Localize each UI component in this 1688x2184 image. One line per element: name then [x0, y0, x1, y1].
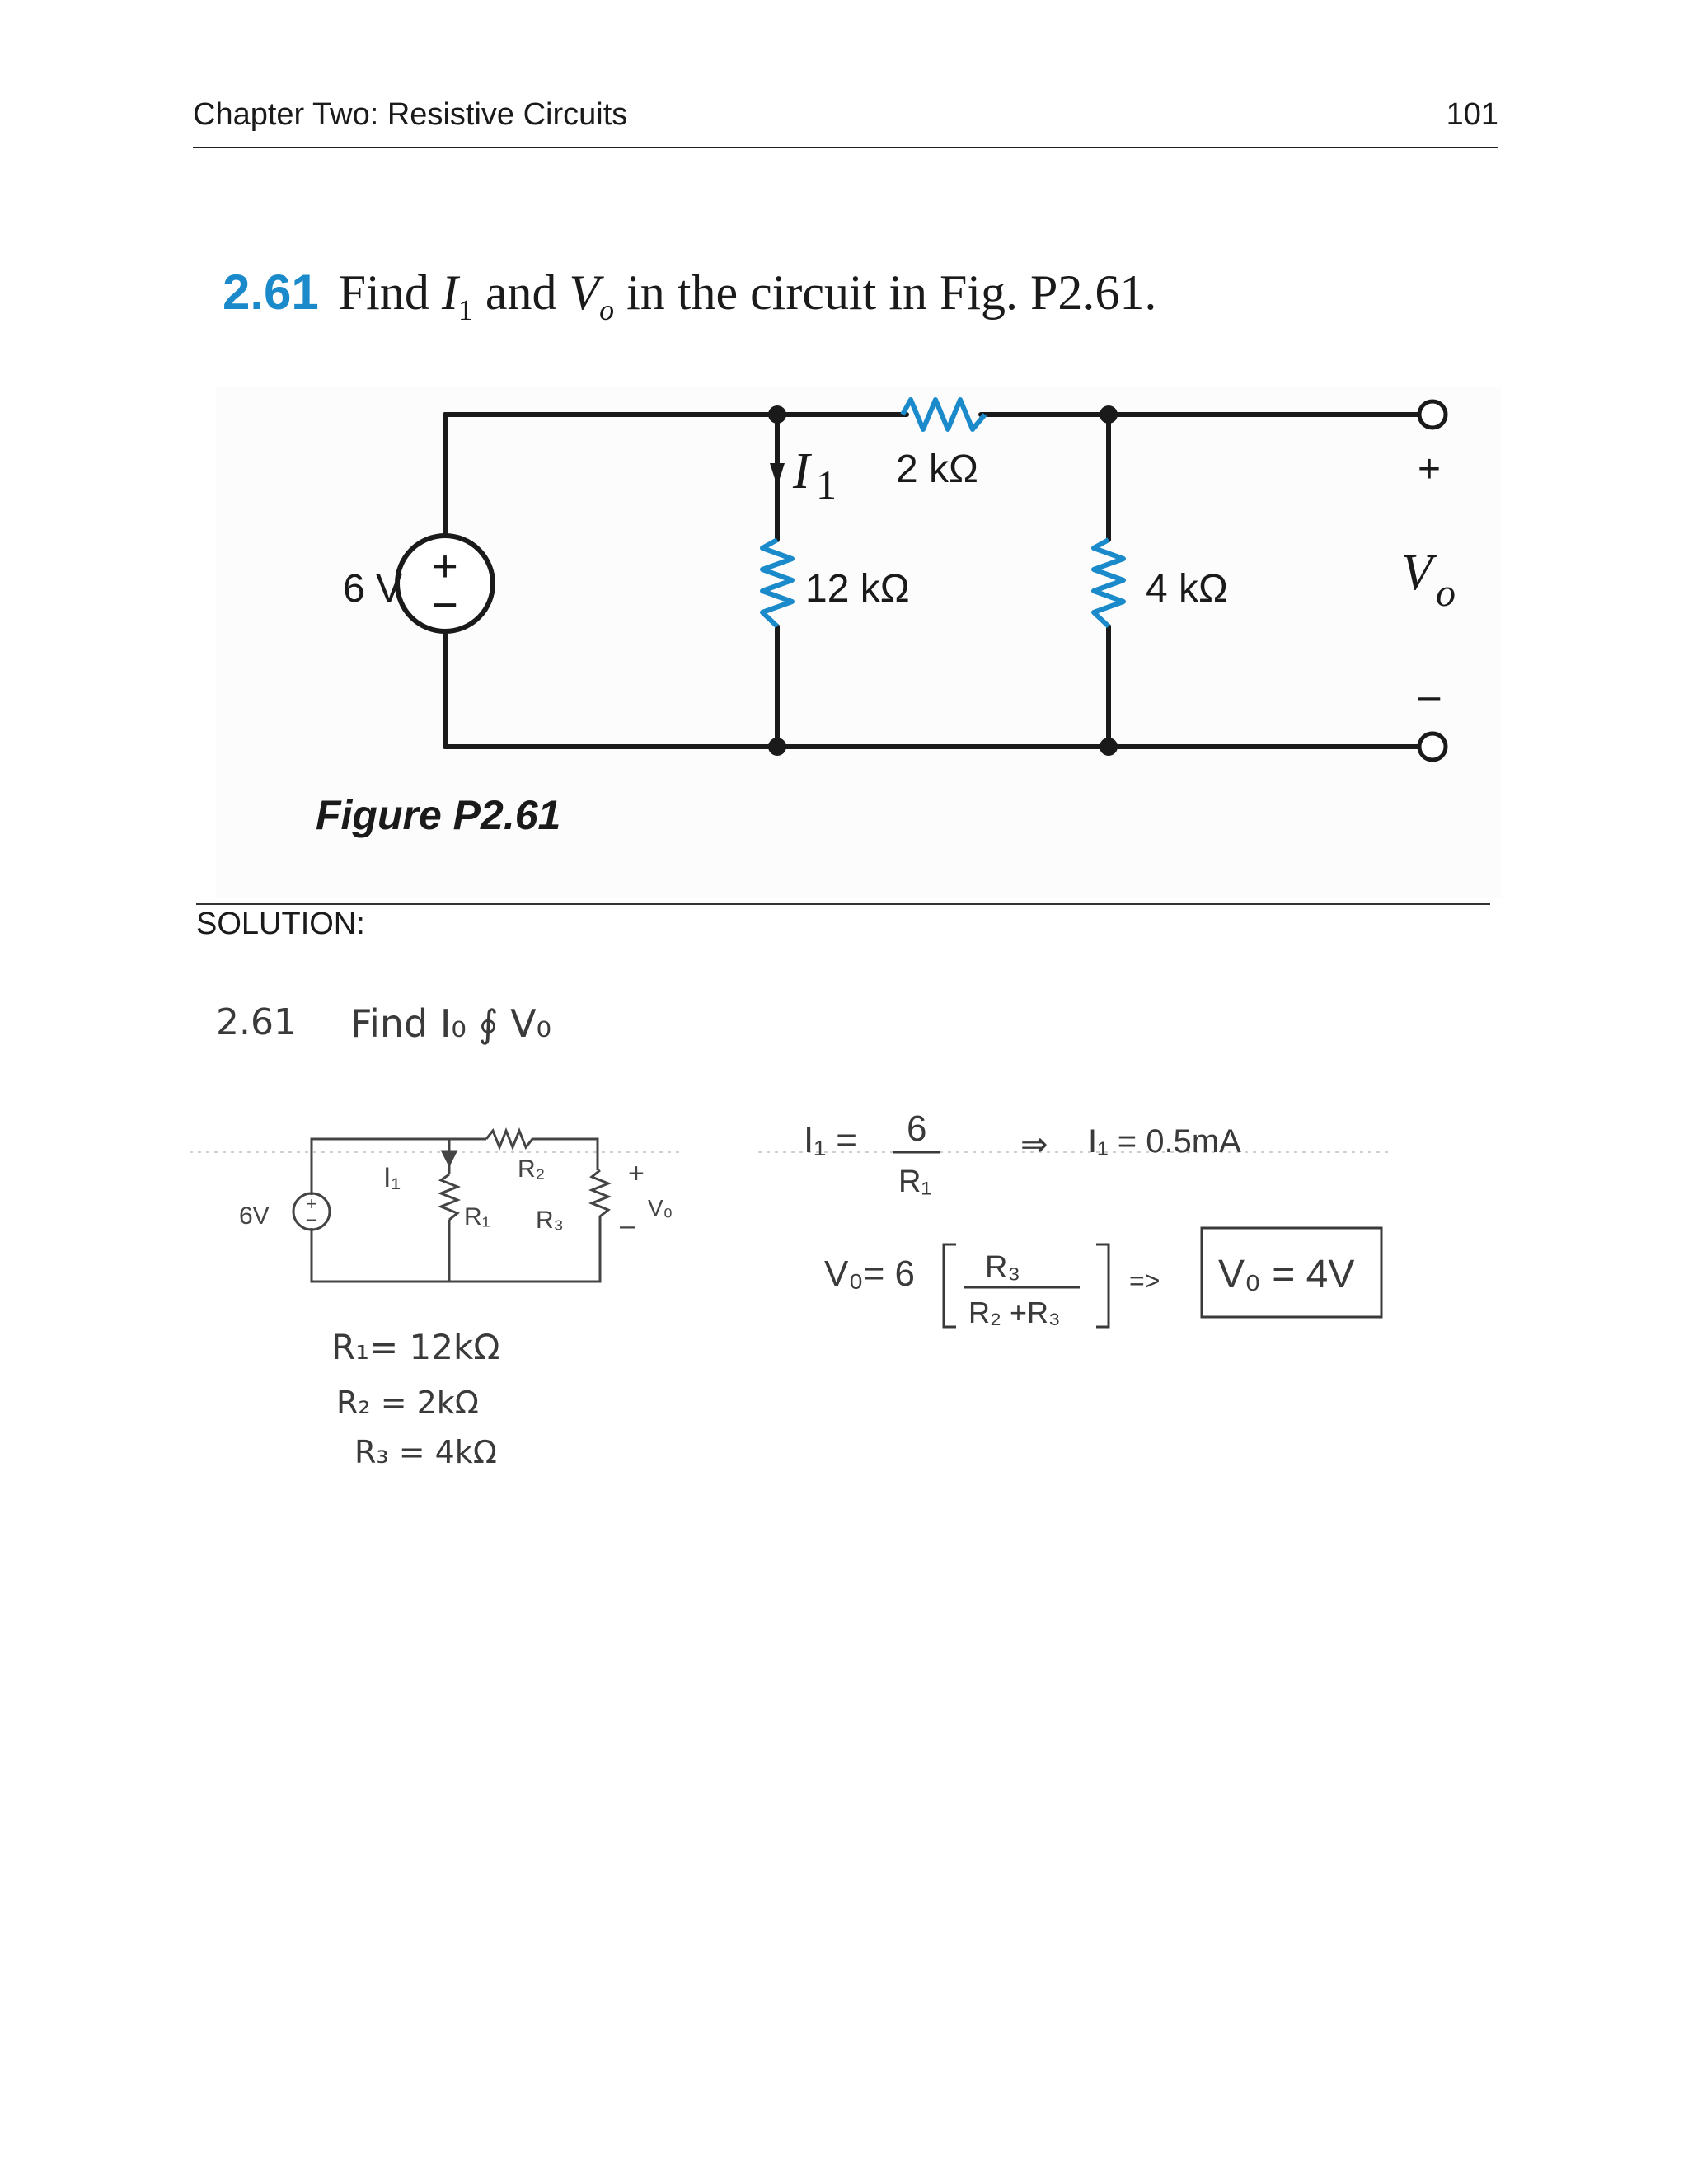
- sketch-source-plus: +: [307, 1193, 317, 1214]
- sketch-wire-bottom: [310, 1228, 602, 1283]
- header-title: Chapter Two: Resistive Circuits: [193, 97, 628, 132]
- resistor-12k-label: 12 kΩ: [805, 567, 910, 611]
- current-arrow-icon: [770, 463, 785, 486]
- resistor-12k-icon: [760, 537, 795, 629]
- problem-number: 2.61: [223, 265, 319, 320]
- value-r3: R₃ = 4kΩ: [354, 1434, 497, 1470]
- voltage-subscript: o: [599, 293, 615, 326]
- eq1-numerator: 6: [907, 1108, 926, 1149]
- problem-text-and: and: [472, 265, 570, 320]
- sketch-r1-label: R₁: [464, 1203, 490, 1230]
- junction-dot: [768, 738, 786, 756]
- eq2-right-bracket: [1096, 1243, 1110, 1329]
- eq1-result: I₁ = 0.5mA: [1088, 1123, 1241, 1160]
- figure-caption: Figure P2.61: [316, 792, 561, 838]
- eq2-arrow: =>: [1129, 1266, 1160, 1296]
- sketch-wire-top-left: [310, 1137, 486, 1195]
- solution-divider: [196, 903, 1490, 905]
- eq2-lhs: V₀= 6: [824, 1254, 915, 1294]
- output-plus: +: [1418, 448, 1441, 491]
- source-label: 6 V: [343, 567, 402, 611]
- resistor-2k-icon: [900, 397, 987, 432]
- terminal-plus-icon: [1417, 399, 1448, 430]
- solution-problem-number: 2.61: [216, 1001, 297, 1043]
- terminal-minus-icon: [1417, 731, 1448, 762]
- eq2-denominator: R₂ +R₃: [968, 1296, 1061, 1329]
- voltage-symbol: V: [569, 265, 600, 320]
- eq1-denominator: R₁: [898, 1165, 931, 1199]
- eq1-arrow: ⇒: [1020, 1127, 1048, 1163]
- problem-text-before: Find: [338, 265, 442, 320]
- output-label: V: [1401, 545, 1437, 601]
- solution-label: SOLUTION:: [196, 907, 365, 941]
- sketch-current-arrow-icon: [440, 1150, 458, 1168]
- output-minus: –: [1418, 674, 1441, 718]
- figure-background: [216, 387, 1502, 898]
- sketch-plus: +: [628, 1158, 645, 1189]
- equation-1: I₁ = 6 R₁ ⇒ I₁ = 0.5mA: [758, 1108, 1393, 1199]
- source-minus: −: [432, 580, 458, 630]
- solution-find-text: Find I₀ ∮ V₀: [350, 1001, 551, 1046]
- sketch-r3-label: R₃: [536, 1207, 564, 1234]
- eq2-numerator: R₃: [985, 1250, 1020, 1285]
- problem-text-after: in the circuit in Fig. P2.61.: [614, 265, 1157, 320]
- junction-dot: [768, 405, 786, 424]
- problem-statement: 2.61 Find I1 and Vo in the circuit in Fig…: [223, 264, 1156, 327]
- sketch-circuit: + – 6V I₁ R₂ R₁ R₃ + – V₀: [190, 1127, 684, 1283]
- eq2-result-box: [1200, 1226, 1383, 1319]
- sketch-r2-icon: [485, 1127, 599, 1170]
- sketch-minus: –: [620, 1210, 635, 1241]
- current-label: I: [792, 443, 813, 499]
- sketch-source-icon: [292, 1192, 331, 1231]
- circuit-diagram: 6 V + − I 1 2 kΩ 12 kΩ 4 kΩ + – V o: [343, 397, 1456, 762]
- current-label-sub: 1: [816, 462, 837, 508]
- resistor-2k-label: 2 kΩ: [896, 448, 978, 491]
- eq1-lhs: I₁ =: [804, 1120, 857, 1160]
- value-r1: R₁= 12kΩ: [331, 1327, 500, 1367]
- output-label-sub: o: [1436, 571, 1456, 615]
- junction-dot: [1100, 738, 1118, 756]
- voltage-source-icon: [395, 533, 495, 634]
- resistor-4k-label: 4 kΩ: [1146, 567, 1228, 611]
- eq2-left-bracket: [942, 1243, 956, 1329]
- source-plus: +: [432, 541, 458, 591]
- equation-2: V₀= 6 R₃ R₂ +R₃ => V₀ = 4V: [824, 1226, 1383, 1329]
- current-symbol: I: [441, 265, 458, 320]
- sketch-source-label: 6V: [239, 1202, 270, 1230]
- sketch-r2-label: R₂: [518, 1155, 545, 1183]
- page-number: 101: [1446, 97, 1498, 132]
- header-divider: [193, 147, 1498, 148]
- sketch-vo-label: V₀: [648, 1195, 673, 1221]
- sketch-r1-icon: [437, 1173, 462, 1221]
- sketch-source-minus: –: [307, 1208, 317, 1229]
- eq2-result: V₀ = 4V: [1218, 1253, 1354, 1296]
- sketch-r3-icon: [588, 1169, 612, 1240]
- sketch-i1-label: I₁: [383, 1162, 401, 1193]
- value-r2: R₂ = 2kΩ: [336, 1385, 479, 1421]
- current-subscript: 1: [457, 293, 473, 326]
- junction-dot: [1100, 405, 1118, 424]
- resistor-4k-icon: [1091, 537, 1126, 629]
